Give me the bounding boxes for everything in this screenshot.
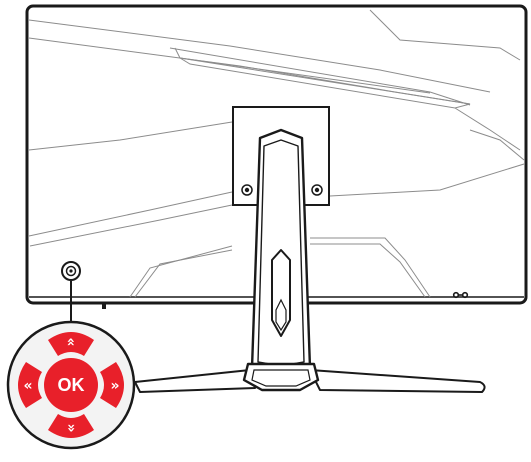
down-arrow-icon: » [63,423,79,432]
cable-slot-inner [275,298,287,332]
port-icon [452,291,469,299]
stand-neck-inner [257,139,305,367]
screw-icon [311,184,323,196]
stand-base [134,369,256,393]
left-arrow-icon: « [23,378,32,394]
joystick-up-pad[interactable] [48,332,94,356]
joystick-tab [102,303,106,309]
joystick-down-pad[interactable] [48,414,94,438]
cable-slot [271,249,291,337]
stand-base-right [309,369,486,393]
joystick-icon[interactable] [61,261,81,281]
screw-icon [241,184,253,196]
joystick-ok-button[interactable] [44,358,98,412]
up-arrow-icon: » [63,337,79,346]
right-arrow-icon: » [110,378,119,394]
monitor-stand [134,128,486,393]
joystick-left-pad[interactable] [18,362,42,408]
joystick-right-pad[interactable] [100,362,124,408]
joystick-callout: OK » » « » [6,320,136,450]
ok-label: OK [58,375,85,395]
decorative-panel-lines [28,9,525,298]
stand-hub-inner [251,369,311,387]
